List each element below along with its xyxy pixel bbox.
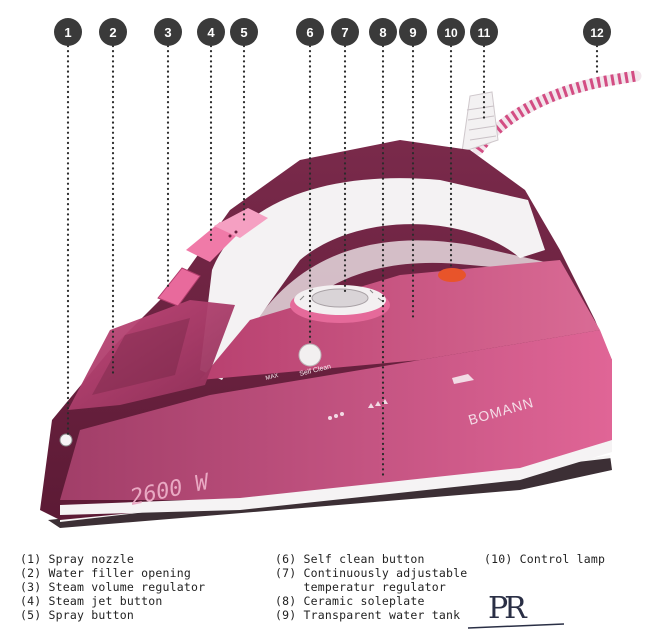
legend-item: (3) Steam volume regulator (20, 580, 205, 594)
pr-logo-text: PR (488, 591, 528, 626)
legend-item: (4) Steam jet button (20, 594, 205, 608)
legend-item: (6) Self clean button (275, 552, 467, 566)
legend-item: (2) Water filler opening (20, 566, 205, 580)
callout-number: 8 (379, 25, 386, 40)
callout-number: 6 (306, 25, 313, 40)
legend-column-2: (6) Self clean button (7) Continuously a… (275, 552, 467, 622)
callout-number: 3 (164, 25, 171, 40)
callout-badge: 10 (437, 18, 465, 46)
callout-badge: 2 (99, 18, 127, 46)
control-lamp (438, 268, 466, 282)
spray-nozzle[interactable] (60, 434, 72, 446)
callout-number: 11 (478, 26, 491, 40)
callout-badge: 9 (399, 18, 427, 46)
legend-item: (10) Control lamp (484, 552, 605, 566)
callout-badge: 4 (197, 18, 225, 46)
legend-item: (7) Continuously adjustable (275, 566, 467, 580)
callout-number: 9 (409, 25, 416, 40)
callout-badge: 1 (54, 18, 82, 46)
callout-number: 5 (240, 25, 247, 40)
pr-logo: PR (466, 586, 566, 632)
callout-badge: 3 (154, 18, 182, 46)
legend-column-3: (10) Control lamp (484, 552, 605, 566)
temperature-dial[interactable] (290, 285, 390, 323)
callout-number: 4 (207, 25, 215, 40)
callout-badge: 11 (470, 18, 498, 46)
callout-badge: 12 (583, 18, 611, 46)
legend-item: temperatur regulator (275, 580, 467, 594)
legend-item: (1) Spray nozzle (20, 552, 205, 566)
legend-item: (9) Transparent water tank (275, 608, 467, 622)
callout-badge: 5 (230, 18, 258, 46)
callout-number: 10 (444, 26, 458, 40)
callout-number: 1 (64, 25, 71, 40)
power-cord (462, 76, 636, 152)
legend-column-1: (1) Spray nozzle (2) Water filler openin… (20, 552, 205, 622)
callout-badge: 8 (369, 18, 397, 46)
callout-badge: 7 (331, 18, 359, 46)
callout-number: 2 (109, 25, 116, 40)
callout-badge: 6 (296, 18, 324, 46)
legend-item: (5) Spray button (20, 608, 205, 622)
legend-item: (8) Ceramic soleplate (275, 594, 467, 608)
self-clean-button[interactable] (299, 344, 321, 366)
callout-number: 7 (341, 25, 348, 40)
callout-number: 12 (590, 26, 604, 40)
